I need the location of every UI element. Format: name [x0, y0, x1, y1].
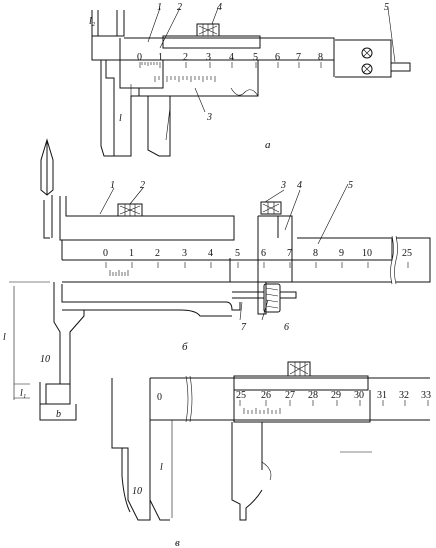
a-scale-6: 6 — [275, 52, 280, 63]
a-l2-label: l₂ — [89, 16, 96, 27]
c-scale-25: 25 — [236, 390, 246, 401]
b-l-label: l — [3, 332, 6, 343]
a-callout-4: 4 — [217, 2, 222, 13]
c-scale-32: 32 — [399, 390, 409, 401]
b-callout-5: 5 — [348, 180, 353, 191]
c-scale-26: 26 — [261, 390, 271, 401]
b-callout-4: 4 — [297, 180, 302, 191]
a-scale-3: 3 — [206, 52, 211, 63]
a-scale-7: 7 — [296, 52, 301, 63]
c-scale-28: 28 — [308, 390, 318, 401]
b-callout-2: 2 — [140, 180, 145, 191]
c-scale-31: 31 — [377, 390, 387, 401]
c-scale-30: 30 — [354, 390, 364, 401]
c-scale-33: 33 — [421, 390, 431, 401]
c-scale-numbers: 0 25 26 27 28 29 30 31 32 33 — [157, 390, 431, 403]
b-scale-6: 6 — [261, 248, 266, 259]
a-callout-5: 5 — [384, 2, 389, 13]
a-scale-numbers: 0 1 2 3 4 5 6 7 8 — [137, 52, 323, 63]
b-scale-2: 2 — [155, 248, 160, 259]
b-scale-8: 8 — [313, 248, 318, 259]
b-scale-10: 10 — [362, 248, 372, 259]
c-scale-29: 29 — [331, 390, 341, 401]
a-scale-2: 2 — [183, 52, 188, 63]
b-scale-25: 25 — [402, 248, 412, 259]
b-scale-1: 1 — [129, 248, 134, 259]
caption-a: а — [265, 139, 271, 151]
b-l1-label: l₁ — [20, 388, 26, 399]
caption-c: в — [175, 537, 180, 548]
b-scale-4: 4 — [208, 248, 213, 259]
caliper-b — [9, 138, 431, 421]
b-callout-3: 3 — [280, 180, 286, 191]
b-b-label: b — [56, 409, 61, 420]
c-l-label: l — [160, 462, 163, 473]
a-scale-4: 4 — [229, 52, 234, 63]
c-scale-27: 27 — [285, 390, 295, 401]
b-scale-9: 9 — [339, 248, 344, 259]
b-callout-6: 6 — [284, 322, 289, 333]
a-callout-3: 3 — [206, 112, 212, 123]
b-10-label: 10 — [40, 354, 50, 365]
caption-b: б — [182, 341, 188, 353]
a-callout-1: 1 — [157, 2, 162, 13]
b-callout-7: 7 — [241, 322, 247, 333]
b-scale-0: 0 — [103, 248, 108, 259]
b-scale-numbers: 0 1 2 3 4 5 6 7 8 9 10 25 — [103, 248, 412, 259]
a-callout-2: 2 — [177, 2, 182, 13]
c-10-label: 10 — [132, 486, 142, 497]
a-scale-1: 1 — [158, 52, 163, 63]
b-scale-5: 5 — [235, 248, 240, 259]
caliper-c — [111, 361, 430, 521]
b-scale-7: 7 — [287, 248, 292, 259]
a-scale-0: 0 — [137, 52, 142, 63]
a-scale-8: 8 — [318, 52, 323, 63]
b-callout-1: 1 — [110, 180, 115, 191]
b-scale-3: 3 — [182, 248, 187, 259]
c-scale-0: 0 — [157, 392, 162, 403]
a-l-label: l — [119, 113, 122, 124]
a-scale-5: 5 — [253, 52, 258, 63]
caliper-a — [91, 7, 411, 157]
